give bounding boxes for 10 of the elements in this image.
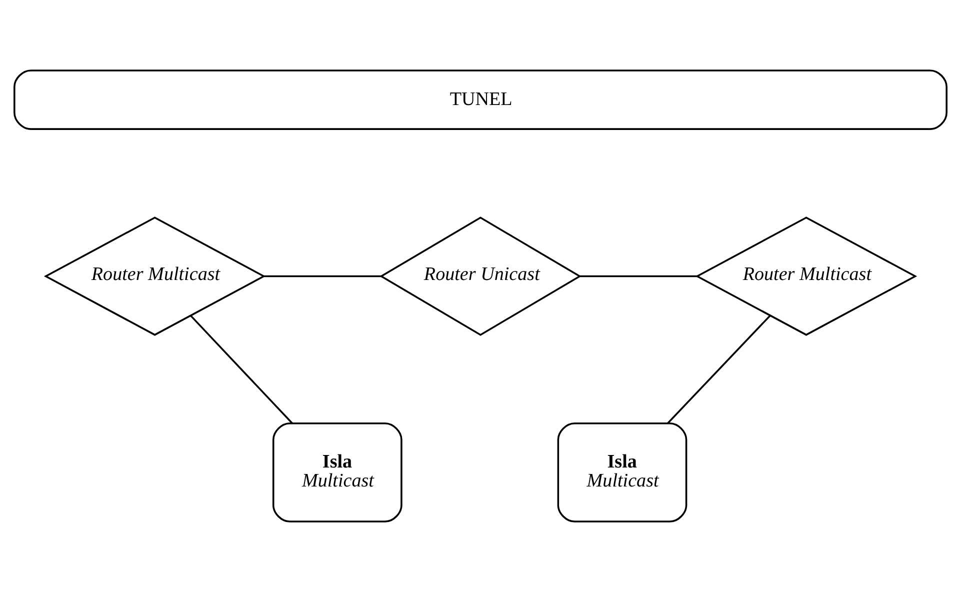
connector bbox=[264, 275, 382, 278]
node-diamond: Router Multicast bbox=[695, 216, 918, 336]
node-box: Isla Multicast bbox=[272, 422, 402, 522]
node-box: TUNEL bbox=[14, 70, 948, 130]
node-diamond: Router Multicast bbox=[44, 216, 266, 336]
connector bbox=[190, 315, 293, 424]
node-box: Isla Multicast bbox=[557, 422, 688, 522]
node-diamond: Router Unicast bbox=[380, 216, 582, 336]
connector bbox=[667, 315, 771, 424]
connector bbox=[580, 275, 697, 278]
